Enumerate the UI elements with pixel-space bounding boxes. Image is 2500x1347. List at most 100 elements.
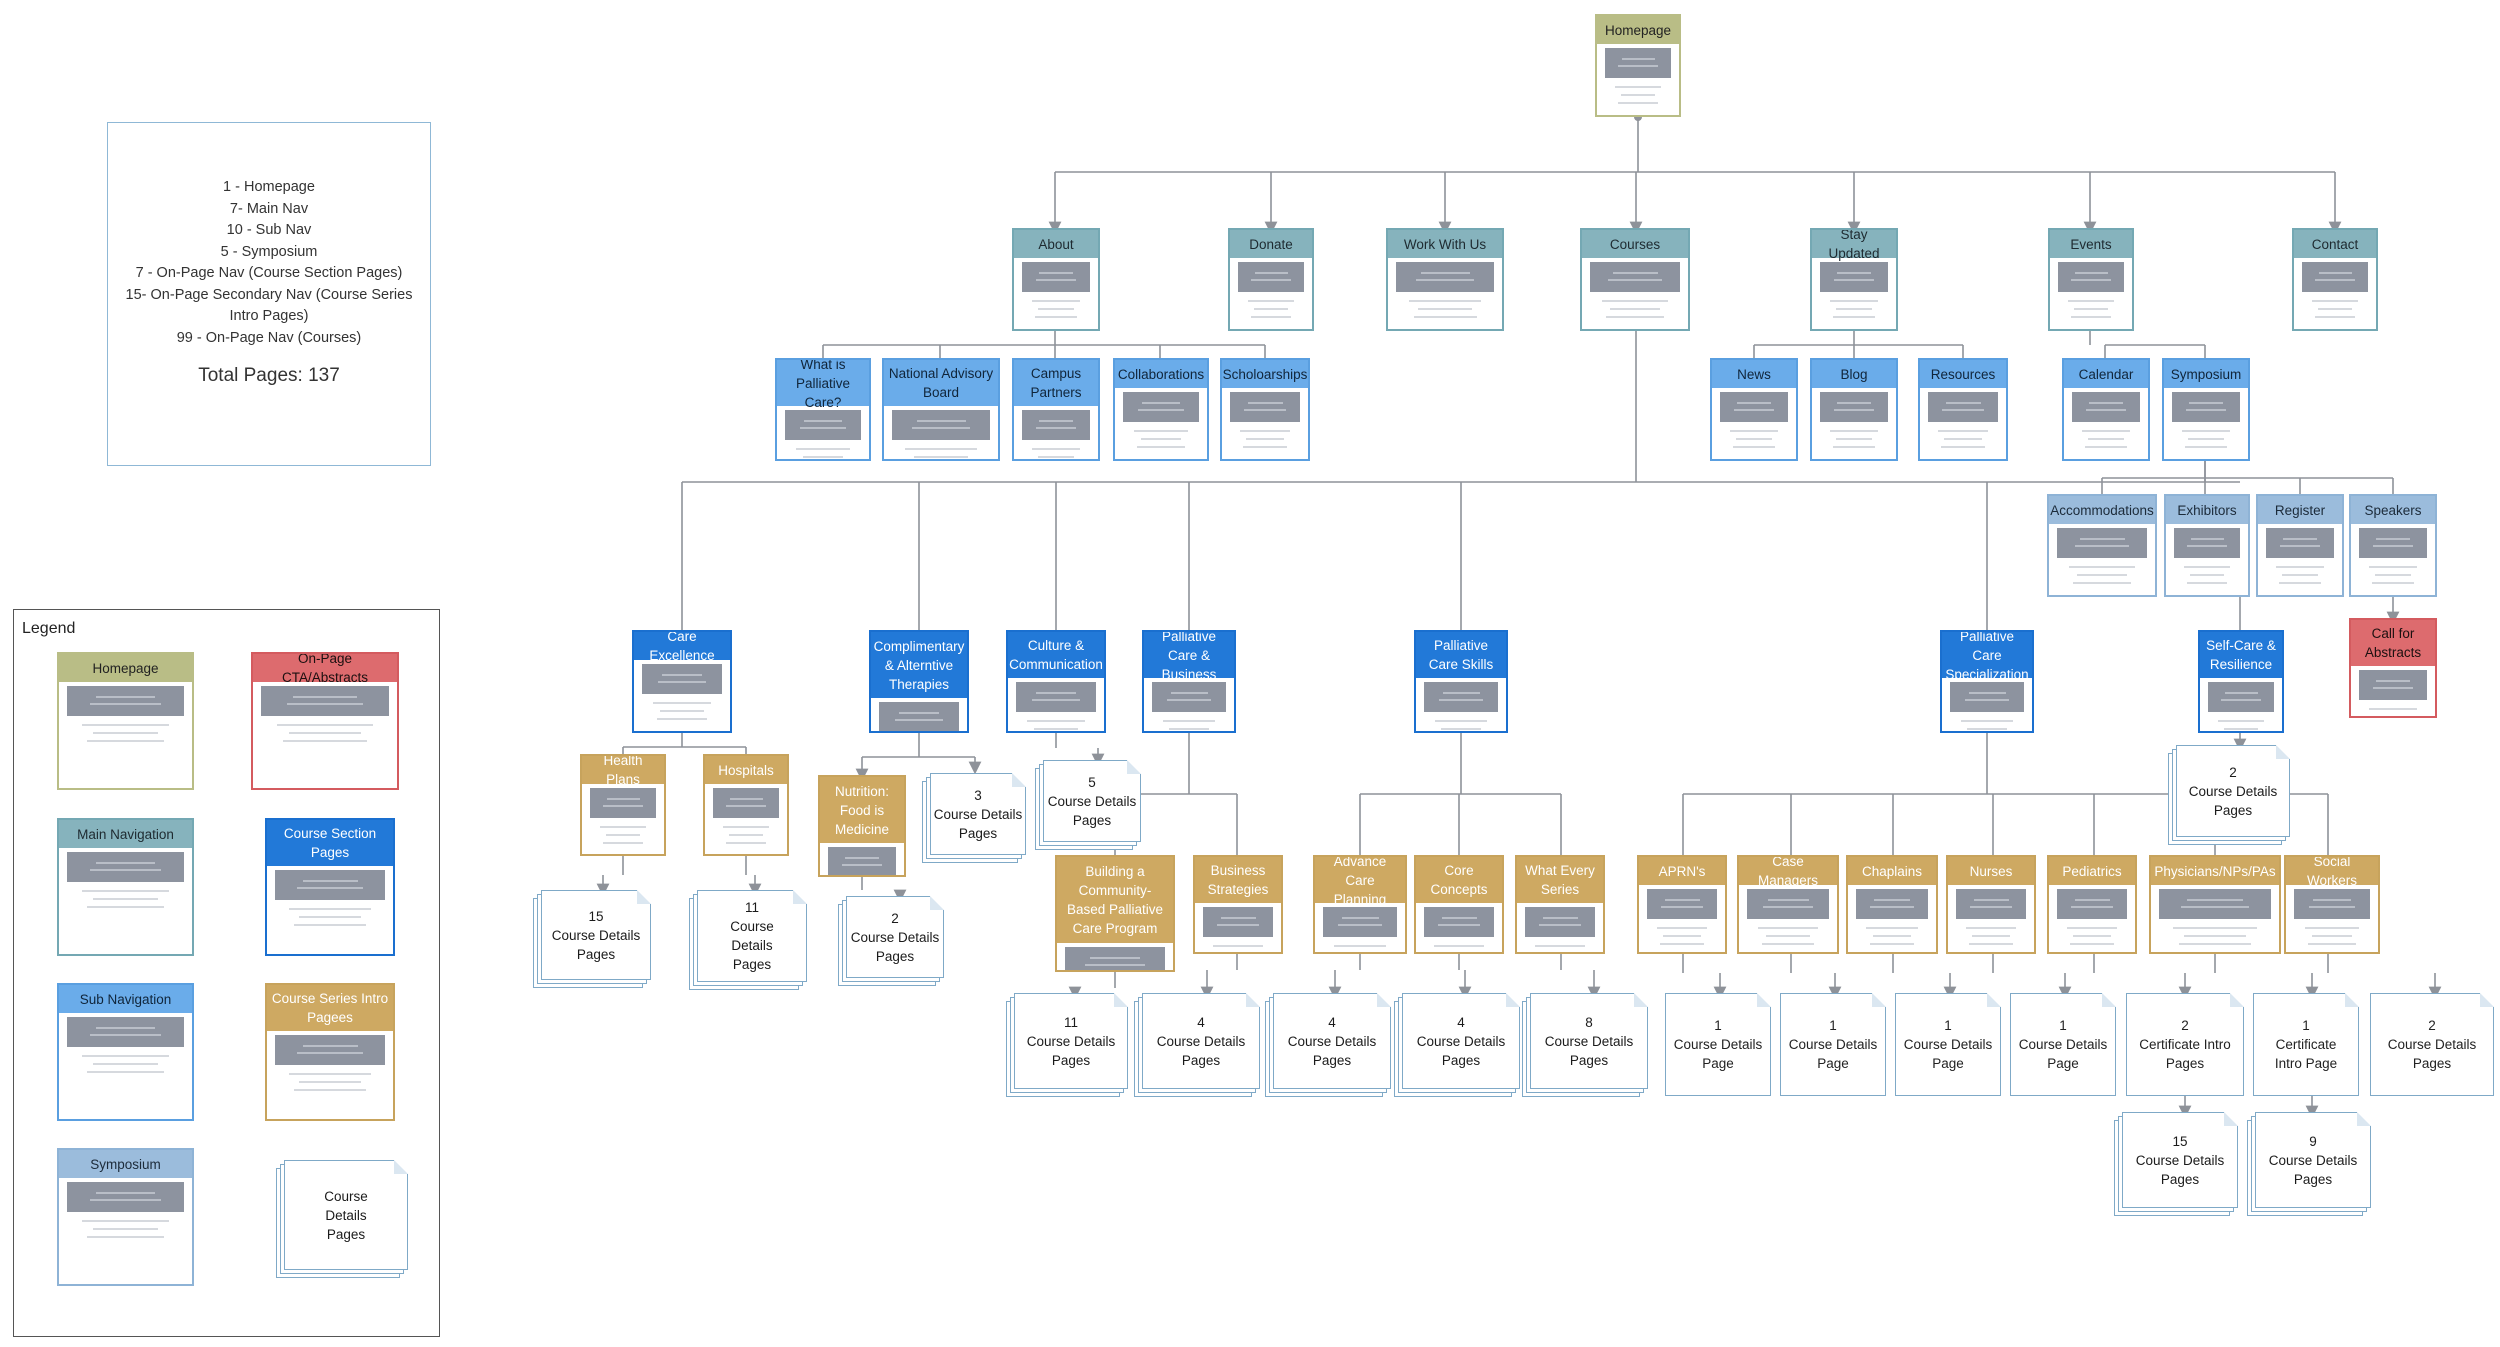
page-label: Pages [1072, 812, 1112, 828]
node-label: Core Concepts [1416, 857, 1502, 903]
text-placeholder [1954, 720, 2020, 731]
summary-line: 99 - On-Page Nav (Courses) [176, 329, 362, 346]
node-label: APRN's [1639, 857, 1725, 885]
node-label: Main Navigation [59, 820, 192, 848]
page-label: Course Details [933, 806, 1023, 822]
node-label: Chaplains [1848, 857, 1936, 885]
content-placeholder [1238, 262, 1304, 292]
content-placeholder [1016, 682, 1096, 712]
page-label: Page [1817, 1056, 1849, 1071]
page-label: Course Details [2268, 1152, 2358, 1168]
node-casemgr: Case Managers [1737, 855, 1839, 954]
page-label: Pages [2160, 1171, 2200, 1187]
page-label: 4 [1197, 1014, 1205, 1030]
node-news: News [1710, 358, 1798, 461]
page-label: 4 [1328, 1014, 1336, 1030]
page-label: Course Details [1544, 1033, 1634, 1049]
content-placeholder [892, 410, 990, 440]
node-calendar: Calendar [2062, 358, 2150, 461]
legend-swatch-home: Homepage [57, 652, 194, 790]
node-label: Courses [1582, 230, 1688, 258]
node-speakers: Speakers [2349, 494, 2437, 597]
node-contact: Contact [2292, 228, 2378, 331]
summary-line: 7- Main Nav [229, 200, 309, 217]
node-label: Building a Community-Based Palliative Ca… [1057, 857, 1173, 943]
node-business: Business Strategies [1193, 855, 1283, 954]
page-label: Pages [1051, 1052, 1091, 1068]
page-label: Page [1932, 1056, 1964, 1071]
content-placeholder [2172, 392, 2240, 422]
node-label: Homepage [59, 654, 192, 682]
content-placeholder [2359, 670, 2427, 700]
summary-line: 1 - Homepage [223, 179, 315, 195]
legend-swatch-details: Course Details Pages [276, 1160, 416, 1278]
page-label: Course Details [2188, 783, 2278, 799]
page-label: 2 [2229, 764, 2237, 780]
content-placeholder [275, 1035, 385, 1065]
content-placeholder [1747, 889, 1829, 919]
node-chaplains: Chaplains [1846, 855, 1938, 954]
content-placeholder [1720, 392, 1788, 422]
text-placeholder [1594, 300, 1676, 318]
summary-line: 10 - Sub Nav [226, 222, 312, 238]
node-hospitals: Hospitals [703, 754, 789, 856]
node-courses: Courses [1580, 228, 1690, 331]
node-label: Register [2258, 496, 2342, 524]
node-homepage: Homepage [1595, 14, 1681, 117]
content-placeholder [2266, 528, 2334, 558]
node-label: Call for Abstracts [2351, 620, 2435, 666]
page-label: Pages [958, 825, 998, 841]
node-collab: Collaborations [1113, 358, 1209, 461]
page-label: Course Details [1673, 1037, 1763, 1052]
page-label: 15 [588, 908, 604, 924]
node-selfcare: Self-Care & Resilience [2198, 630, 2284, 733]
text-placeholder [2176, 430, 2236, 448]
node-label: Advance Care Planning [1315, 857, 1405, 907]
text-placeholder [2212, 720, 2270, 731]
text-placeholder [2363, 708, 2423, 716]
node-label: What Every Series [1517, 857, 1603, 903]
page-label: 2 [2181, 1018, 2189, 1033]
text-placeholder [1127, 430, 1195, 448]
content-placeholder [590, 788, 656, 818]
content-placeholder [879, 702, 959, 731]
legend-swatch-sym: Symposium [57, 1148, 194, 1286]
node-label: Complimentary & Alterntive Therapies [871, 632, 967, 698]
content-placeholder [1123, 392, 1199, 422]
node-nutrition: Nutrition: Food is Medicine [818, 775, 906, 877]
page-label: 11 [744, 900, 759, 915]
node-exhibitors: Exhibitors [2164, 494, 2250, 597]
node-scholar: Scholoarships [1220, 358, 1310, 461]
content-placeholder [1396, 262, 1494, 292]
summary-line: 15- On-Page Secondary Nav (Course Series [125, 286, 413, 303]
text-placeholder [1609, 86, 1667, 104]
text-placeholder [1026, 300, 1086, 318]
text-placeholder [2298, 927, 2366, 945]
node-label: Work With Us [1388, 230, 1502, 258]
page-label: Pages [2293, 1171, 2333, 1187]
node-label: Collaborations [1115, 360, 1207, 388]
summary-line: Intro Pages) [229, 308, 309, 324]
node-care_exc: Care Excellence [632, 630, 732, 733]
node-compl: Complimentary & Alterntive Therapies [869, 630, 969, 733]
node-accom: Accommodations [2047, 494, 2157, 597]
page-label: Page [1702, 1056, 1734, 1071]
node-label: Nutrition: Food is Medicine [820, 777, 904, 843]
node-label: Physicians/NPs/PAs [2151, 857, 2279, 885]
node-advance: Advance Care Planning [1313, 855, 1407, 954]
page-label: Pages [875, 948, 915, 964]
content-placeholder [713, 788, 779, 818]
content-placeholder [2057, 528, 2147, 558]
node-label: National Advisory Board [884, 360, 998, 406]
content-placeholder [828, 847, 896, 875]
node-nurses: Nurses [1946, 855, 2036, 954]
